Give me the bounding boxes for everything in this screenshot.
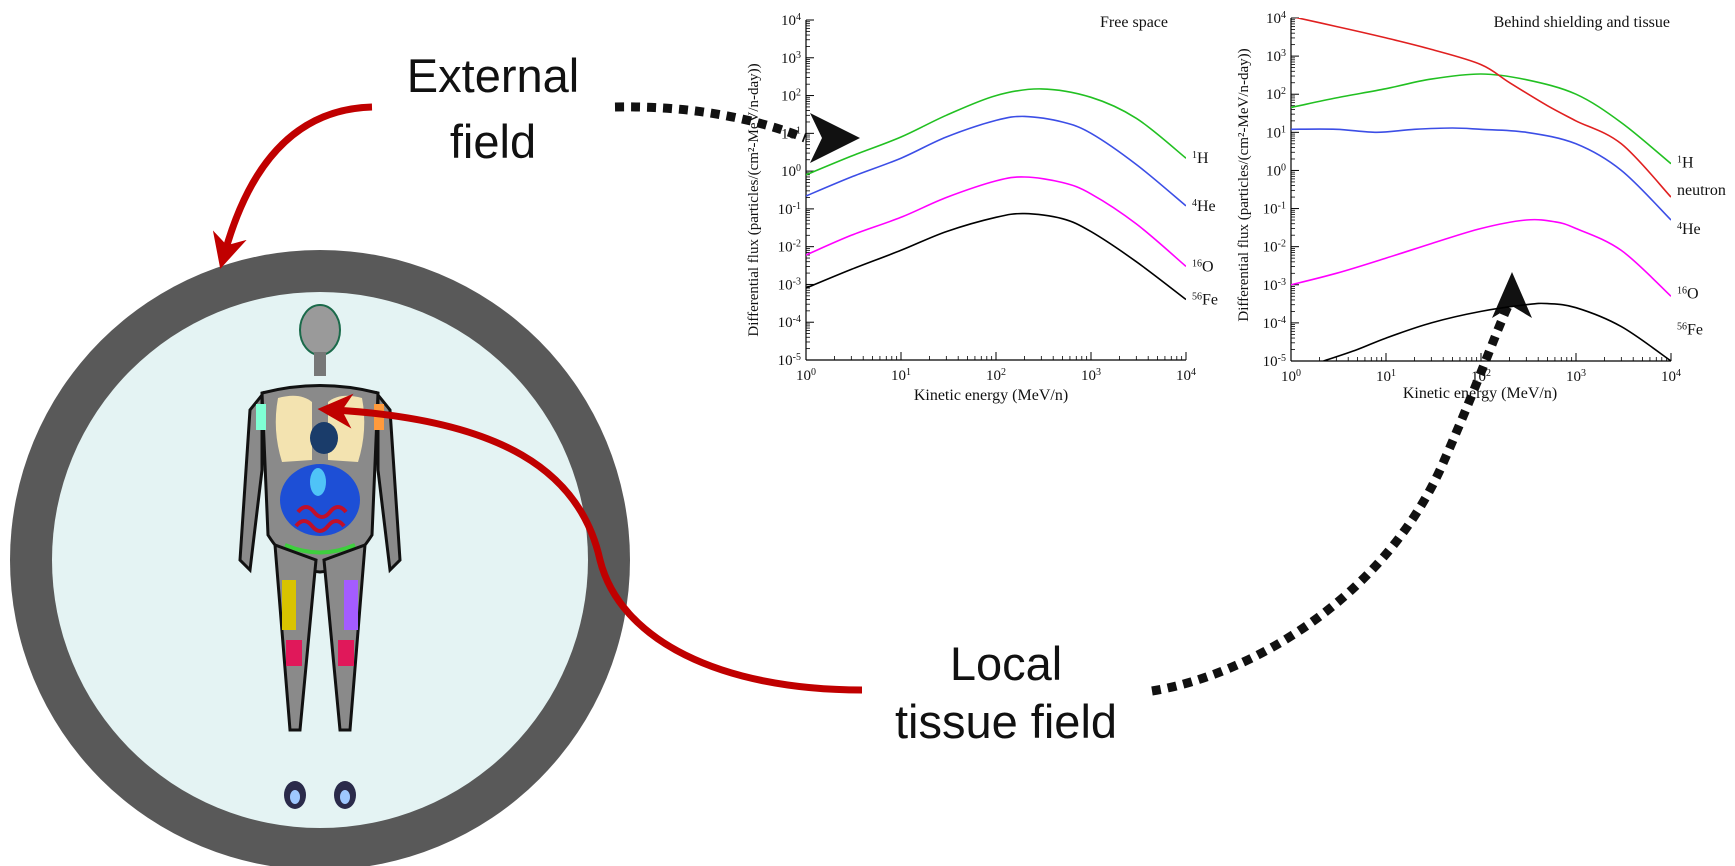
series-label-fe: 56Fe bbox=[1677, 321, 1703, 339]
x-tick-label: 101 bbox=[891, 367, 911, 385]
series-line-o bbox=[806, 176, 1186, 268]
behind-shielding-chart: Behind shielding and tissue Kinetic ener… bbox=[1236, 10, 1726, 403]
external-field-arrow bbox=[212, 103, 373, 269]
series-line-he bbox=[1291, 127, 1671, 221]
chart-axes: 100 101 102 103 104 104 103 102 101 100 10-1 10-2 10… bbox=[1263, 10, 1681, 386]
y-tick-label: 10-1 bbox=[1263, 200, 1286, 218]
series-line-o bbox=[1291, 218, 1671, 297]
series-label-he: 4He bbox=[1677, 221, 1701, 239]
x-tick-label: 100 bbox=[1281, 368, 1301, 386]
external-to-chart-dotted-arrow bbox=[614, 102, 807, 143]
series-label-fe: 56Fe bbox=[1192, 291, 1218, 309]
free-space-chart: Free space Kinetic energy (MeV/n) Differ… bbox=[746, 12, 1218, 405]
external-dotted-arrowhead bbox=[810, 113, 860, 163]
x-tick-label: 103 bbox=[1081, 367, 1101, 385]
chart-series: 1H 4He 16O 56Fe bbox=[806, 88, 1218, 309]
x-tick-label: 101 bbox=[1376, 368, 1396, 386]
y-axis-label: Differential flux (particles/(cm²-MeV/n-… bbox=[1236, 48, 1252, 321]
external-field-label-line1: External bbox=[407, 49, 579, 102]
y-tick-label: 103 bbox=[781, 49, 801, 67]
external-field-label-line2: field bbox=[450, 115, 536, 168]
local-tissue-field-label-line1: Local bbox=[950, 637, 1062, 690]
chart-axes: 100 101 102 103 104 104 103 102 101 100 10-1 10-2 10… bbox=[778, 12, 1196, 385]
y-tick-label: 10-5 bbox=[778, 352, 801, 370]
y-tick-label: 101 bbox=[1266, 124, 1286, 142]
series-label-he: 4He bbox=[1192, 197, 1216, 215]
y-tick-label: 101 bbox=[781, 125, 801, 143]
y-tick-label: 103 bbox=[1266, 48, 1286, 66]
x-tick-label: 102 bbox=[986, 367, 1006, 385]
local-tissue-field-arrow bbox=[317, 393, 863, 694]
human-body-phantom-icon bbox=[238, 304, 402, 809]
x-tick-label: 100 bbox=[796, 367, 816, 385]
y-tick-label: 10-5 bbox=[1263, 353, 1286, 371]
chart-series: 1H neutron 4He 16O 56Fe bbox=[1291, 18, 1726, 361]
x-tick-label: 104 bbox=[1661, 368, 1681, 386]
x-axis-label: Kinetic energy (MeV/n) bbox=[1403, 385, 1557, 402]
series-line-fe bbox=[806, 212, 1186, 301]
y-axis-label: Differential flux (particles/(cm²-MeV/n-… bbox=[746, 63, 762, 336]
series-line-neutron bbox=[1294, 18, 1671, 198]
y-tick-label: 10-4 bbox=[1263, 314, 1286, 332]
y-tick-label: 10-1 bbox=[778, 200, 801, 218]
series-label-o: 16O bbox=[1192, 258, 1214, 276]
y-tick-label: 10-3 bbox=[778, 276, 801, 294]
y-tick-label: 104 bbox=[1266, 10, 1286, 28]
local-dotted-arrowhead bbox=[1492, 272, 1532, 318]
series-line-h bbox=[1291, 73, 1671, 165]
y-tick-label: 102 bbox=[781, 87, 801, 105]
series-line-he bbox=[806, 115, 1186, 207]
series-label-h: 1H bbox=[1192, 150, 1209, 168]
y-tick-label: 100 bbox=[781, 163, 801, 181]
y-tick-label: 10-2 bbox=[1263, 238, 1286, 256]
chart-title: Behind shielding and tissue bbox=[1494, 14, 1670, 31]
series-line-fe bbox=[1323, 302, 1671, 361]
series-line-h bbox=[806, 88, 1186, 176]
y-tick-label: 10-4 bbox=[778, 314, 801, 332]
y-tick-label: 10-3 bbox=[1263, 276, 1286, 294]
x-tick-label: 104 bbox=[1176, 367, 1196, 385]
local-tissue-field-label-line2: tissue field bbox=[895, 695, 1117, 748]
y-tick-label: 10-2 bbox=[778, 238, 801, 256]
y-tick-label: 104 bbox=[781, 12, 801, 30]
series-label-h: 1H bbox=[1677, 154, 1694, 172]
y-tick-label: 102 bbox=[1266, 86, 1286, 104]
local-to-chart-dotted-arrow bbox=[1151, 295, 1516, 696]
x-tick-label: 102 bbox=[1471, 368, 1491, 386]
series-label-neutron: neutron bbox=[1677, 182, 1726, 199]
x-tick-label: 103 bbox=[1566, 368, 1586, 386]
series-label-o: 16O bbox=[1677, 285, 1699, 303]
y-tick-label: 100 bbox=[1266, 162, 1286, 180]
x-axis-label: Kinetic energy (MeV/n) bbox=[914, 387, 1068, 404]
chart-title: Free space bbox=[1100, 14, 1168, 31]
